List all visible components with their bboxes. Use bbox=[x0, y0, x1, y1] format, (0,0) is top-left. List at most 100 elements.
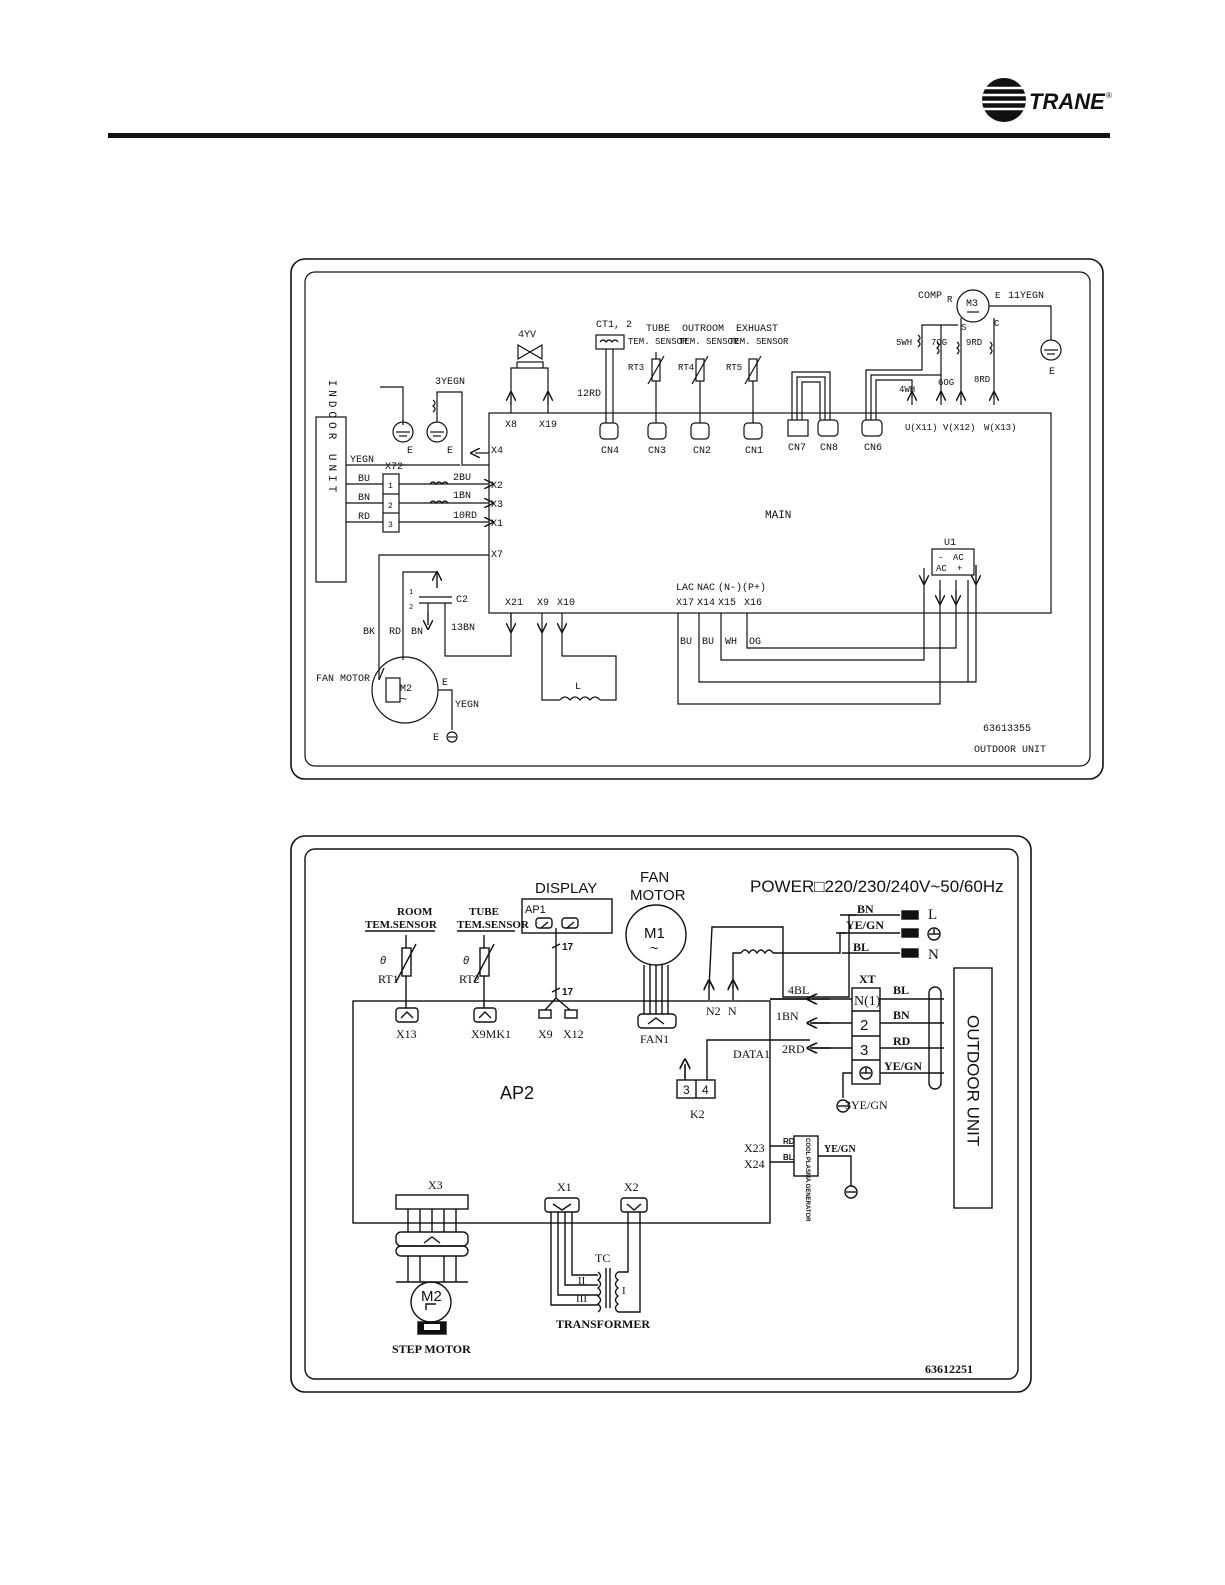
wire-bn-fan: BN bbox=[411, 627, 423, 638]
k2-pin4: 4 bbox=[702, 1083, 709, 1097]
indoor-frame-inner bbox=[304, 848, 1019, 1380]
k2-pin3: 3 bbox=[683, 1083, 690, 1097]
cn8-label: CN8 bbox=[820, 443, 838, 454]
power-l: L bbox=[928, 907, 937, 923]
rt4-label: RT4 bbox=[678, 363, 694, 373]
fan-motor-label: FAN MOTOR bbox=[316, 674, 370, 685]
x1-label: X1 bbox=[557, 1180, 572, 1194]
wire-bu: BU bbox=[358, 474, 370, 485]
v-x12-label: V(X12) bbox=[943, 423, 975, 433]
x2-label: X2 bbox=[624, 1180, 639, 1194]
x15-label: X15 bbox=[718, 598, 736, 609]
pplus-label: (P+) bbox=[742, 582, 766, 594]
wire-og: OG bbox=[749, 637, 761, 648]
wire-13bn: 13BN bbox=[451, 623, 475, 634]
x3-label: X3 bbox=[428, 1178, 443, 1192]
rt3-label: RT3 bbox=[628, 363, 644, 373]
room-sensor-label: TEM.SENSOR bbox=[365, 919, 438, 931]
xt-2: 2 bbox=[860, 1017, 868, 1034]
current-transformer bbox=[595, 334, 625, 350]
x19-label: X19 bbox=[539, 420, 557, 431]
rt2-theta: θ bbox=[463, 955, 469, 967]
m1-tilde: ~ bbox=[650, 940, 658, 956]
wire-2rd: 2RD bbox=[782, 1042, 805, 1056]
cn4-label: CN4 bbox=[601, 446, 619, 457]
ground-e-1: E bbox=[407, 446, 413, 457]
main-board bbox=[488, 412, 1052, 614]
rt1-label: RT1 bbox=[378, 972, 399, 986]
power-bl: BL bbox=[853, 940, 869, 954]
power-bn: BN bbox=[857, 902, 874, 916]
x3-label: X3 bbox=[491, 500, 503, 511]
u1-plus: + bbox=[957, 564, 962, 574]
step-motor-label: STEP MOTOR bbox=[392, 1342, 471, 1356]
u1-rectifier bbox=[931, 548, 975, 576]
cn6-label: CN6 bbox=[864, 443, 882, 454]
brand-mark: ® bbox=[1106, 91, 1112, 100]
x1-label: X1 bbox=[491, 519, 503, 530]
u-x11-label: U(X11) bbox=[905, 423, 937, 433]
fan-label: FAN bbox=[640, 869, 669, 886]
x9-label: X9 bbox=[538, 1027, 553, 1041]
x9-label: X9 bbox=[537, 598, 549, 609]
outdoor-frame-inner bbox=[304, 271, 1091, 767]
wire-1bn: 1BN bbox=[453, 491, 471, 502]
header-rule bbox=[108, 133, 1110, 138]
comp-e: E bbox=[995, 291, 1000, 301]
x72-label: X72 bbox=[385, 462, 403, 473]
c2-label: C2 bbox=[456, 595, 468, 606]
tube-sensor-label: TEM.SENSOR bbox=[457, 919, 530, 931]
wire-17-top: 17 bbox=[562, 942, 574, 953]
wire-12rd: 12RD bbox=[577, 389, 601, 400]
exhuast-label: EXHUAST bbox=[736, 324, 778, 335]
out-bn: BN bbox=[893, 1008, 910, 1022]
rt2-label: RT2 bbox=[459, 972, 480, 986]
step-m2-label: M2 bbox=[421, 1288, 442, 1305]
x17-label: X17 bbox=[676, 598, 694, 609]
x8-label: X8 bbox=[505, 420, 517, 431]
x7-label: X7 bbox=[491, 550, 503, 561]
comp-label: COMP bbox=[918, 291, 942, 302]
indoor-code: 63612251 bbox=[925, 1362, 973, 1376]
4yv-label: 4YV bbox=[518, 330, 536, 341]
cn1-label: CN1 bbox=[745, 446, 763, 457]
ap2-label: AP2 bbox=[500, 1083, 534, 1103]
wire-6og: 6OG bbox=[938, 378, 954, 388]
wire-3yegn: 3YE/GN bbox=[845, 1098, 888, 1112]
tc-ii: II bbox=[578, 1275, 586, 1287]
xt-n1: N(1) bbox=[854, 994, 881, 1009]
wire-rd: RD bbox=[358, 512, 370, 523]
x16-label: X16 bbox=[744, 598, 762, 609]
c2-pin1: 1 bbox=[409, 589, 413, 597]
motor-label: MOTOR bbox=[630, 887, 686, 904]
fan-ground-e: E bbox=[433, 733, 439, 744]
outdoor-frame-outer bbox=[290, 258, 1104, 780]
comp-ground-e: E bbox=[1049, 367, 1055, 378]
cn2-label: CN2 bbox=[693, 446, 711, 457]
wire-8rd: 8RD bbox=[974, 375, 990, 385]
cool-plasma-label: COOL PLASMA GENERATOR bbox=[804, 1138, 810, 1222]
u1-label: U1 bbox=[944, 538, 956, 549]
lac-label: LAC bbox=[676, 583, 694, 594]
reactor-l: L bbox=[575, 682, 581, 693]
wire-bn: BN bbox=[358, 493, 370, 504]
wire-9rd: 9RD bbox=[966, 338, 982, 348]
tube-label: TUBE bbox=[469, 906, 499, 918]
trane-logo: TRANE ® bbox=[982, 78, 1112, 122]
xt-3: 3 bbox=[860, 1042, 868, 1059]
fan-yegn: YEGN bbox=[455, 700, 479, 711]
wire-rd-fan: RD bbox=[389, 627, 401, 638]
indoor-frame-outer bbox=[290, 835, 1032, 1393]
n2-label: N2 bbox=[706, 1004, 721, 1018]
nminus-label: (N-) bbox=[718, 582, 742, 594]
w-x13-label: W(X13) bbox=[984, 423, 1016, 433]
transformer-label: TRANSFORMER bbox=[556, 1317, 650, 1331]
data1-label: DATA1 bbox=[733, 1047, 770, 1061]
indoor-wiring-diagram: AP2 ROOM TEM.SENSOR θ RT1 X13 TUBE TEM.S… bbox=[290, 835, 1032, 1393]
out-rd: RD bbox=[893, 1034, 911, 1048]
x2-label: X2 bbox=[491, 481, 503, 492]
comp-r: R bbox=[947, 295, 953, 305]
outdoor-wiring-diagram: INDOOR UNIT MAIN X72 1 2 3 YEGN BU BN RD… bbox=[290, 258, 1104, 780]
u1-ac-1: AC bbox=[953, 553, 964, 563]
